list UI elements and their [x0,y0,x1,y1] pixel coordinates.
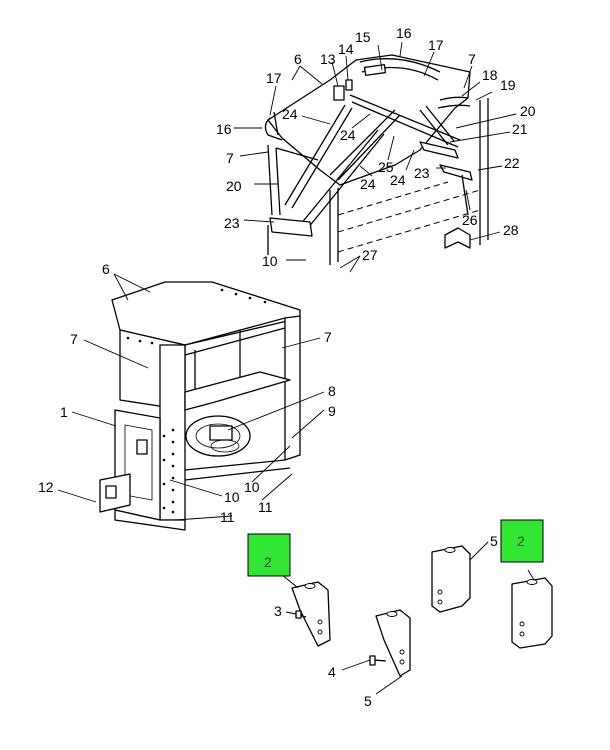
callout-3: 3 [274,603,282,619]
callout-18: 18 [482,67,498,83]
leader-lines [57,41,535,695]
callout-11: 11 [258,499,273,515]
callout-12: 12 [38,479,54,495]
callout-20: 20 [520,103,536,119]
callout-5: 5 [364,693,372,709]
bolt-4 [369,655,387,666]
callout-10: 10 [224,489,240,505]
roof-holes [126,288,267,345]
callout-4: 4 [328,664,336,680]
roof-frame-assembly [264,54,489,265]
callout-10: 10 [244,479,260,495]
callout-1: 1 [60,404,68,420]
callout-23: 23 [414,165,430,181]
callout-7: 7 [70,331,78,347]
callout-15: 15 [355,29,371,45]
callout-7: 7 [226,150,234,166]
callout-20: 20 [226,178,242,194]
callout-22: 22 [504,155,520,171]
callout-16: 16 [216,121,232,137]
callout-10: 10 [262,253,278,269]
bracket-2-left [291,581,331,647]
callout-24: 24 [340,127,356,143]
callout-27: 27 [362,247,378,263]
callout-23: 23 [224,215,240,231]
callout-14: 14 [338,41,354,57]
callout-5: 5 [490,533,498,549]
callout-28: 28 [503,222,519,238]
callout-24: 24 [360,176,376,192]
callout-6: 6 [102,261,110,277]
highlight-box-2-left[interactable]: 2 [247,533,291,577]
callout-21: 21 [512,121,528,137]
rivet-row [162,428,175,514]
bolt-3 [295,610,307,619]
cab-body-assembly [99,281,301,531]
callout-26: 26 [462,212,478,228]
callout-labels: 15 16 17 6 13 14 7 18 19 17 16 24 24 20 … [38,25,536,709]
bracket-2-right [511,577,553,649]
highlight-box-2-right[interactable]: 2 [500,519,544,563]
bracket-5-upper [431,545,471,613]
callout-11: 11 [220,509,235,525]
highlight-label: 2 [517,533,525,549]
callout-16: 16 [396,25,412,41]
callout-17: 17 [266,70,282,86]
callout-8: 8 [328,383,336,399]
callout-19: 19 [500,77,516,93]
highlight-label: 2 [264,554,272,570]
callout-6: 6 [294,51,302,67]
callout-24: 24 [282,106,298,122]
callout-25: 25 [378,159,394,175]
bracket-5-lower [375,609,411,677]
callout-13: 13 [320,51,336,67]
callout-9: 9 [328,403,336,419]
callout-7: 7 [324,329,332,345]
callout-24: 24 [390,172,406,188]
callout-17: 17 [428,37,444,53]
callout-7: 7 [468,51,476,67]
